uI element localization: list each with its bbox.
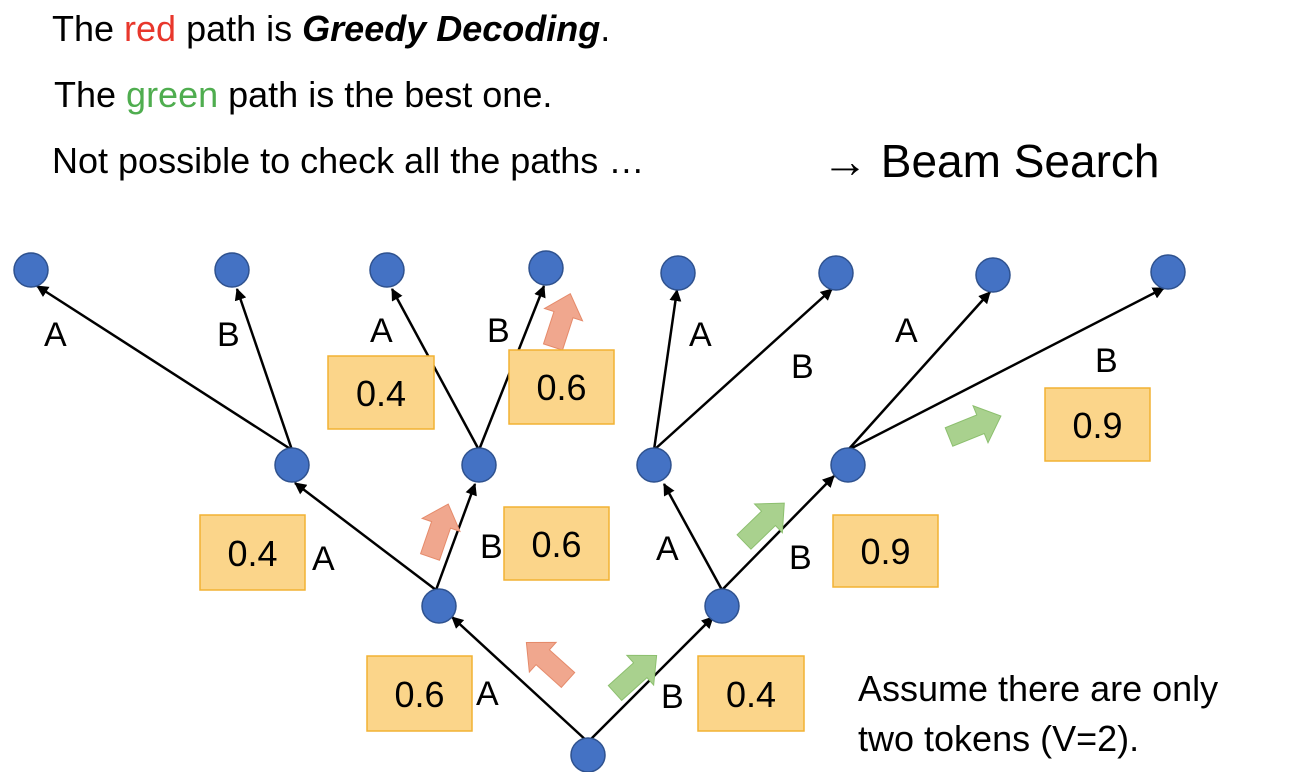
label-a-a: A: [312, 540, 335, 578]
label-aa-b: B: [217, 316, 240, 354]
prob-box-a-a: [199, 514, 306, 591]
prob-ab-b: 0.6: [536, 367, 586, 408]
edge-aa-b: [234, 288, 294, 451]
green-word: green: [126, 74, 219, 115]
edge-labels: A B A B A B A B A B A B A B: [44, 312, 1118, 716]
node-bb: [830, 447, 866, 483]
prob-root-b: 0.4: [726, 674, 776, 715]
label-ab-a: A: [370, 312, 393, 350]
node-root: [570, 737, 606, 772]
prob-box-ab-b: [508, 349, 615, 425]
label-root-b: B: [661, 678, 684, 716]
prob-bb-b: 0.9: [1072, 405, 1122, 446]
edge-a-a: [294, 482, 437, 591]
greedy-decoding-term: Greedy Decoding: [302, 8, 601, 49]
prob-box-root-b: [697, 655, 805, 732]
node-abb: [528, 250, 564, 286]
node-bba: [975, 257, 1011, 293]
line2-post: path is the best one.: [218, 74, 553, 115]
red-arrow-2: [410, 497, 468, 565]
label-bb-b: B: [1095, 342, 1118, 380]
node-bab: [818, 255, 854, 291]
edge-ba-b: [653, 288, 833, 451]
prob-b-b: 0.9: [860, 531, 910, 572]
label-b-b: B: [789, 539, 812, 577]
label-root-a: A: [476, 675, 499, 713]
edge-ab-a: [390, 288, 481, 451]
line1-post: .: [600, 8, 611, 49]
edge-aa-a: [36, 284, 293, 452]
red-arrow-3: [533, 287, 590, 354]
edge-a-b: [434, 483, 477, 591]
line2-pre: The: [54, 74, 127, 115]
label-b-a: A: [656, 530, 679, 568]
node-aab: [214, 252, 250, 288]
node-aa: [274, 447, 310, 483]
red-arrow-1: [512, 627, 582, 696]
edge-b-b: [721, 475, 835, 591]
node-aaa: [13, 252, 49, 288]
best-path-statement: The green path is the best one.: [54, 74, 552, 116]
edge-bb-a: [847, 291, 991, 451]
prob-box-ab-a: [327, 355, 435, 430]
label-ba-b: B: [791, 348, 814, 386]
prob-box-a-b: [503, 506, 610, 581]
edge-b-a: [662, 483, 724, 591]
edge-bb-b: [847, 286, 1165, 452]
edge-ba-a: [652, 289, 682, 451]
green-arrow-1: [601, 640, 671, 709]
node-bbb: [1150, 254, 1186, 290]
prob-a-a: 0.4: [227, 533, 277, 574]
probability-boxes: 0.6 0.4 0.4 0.6 0.9 0.4 0.6 0.9: [199, 349, 1151, 732]
label-aa-a: A: [44, 316, 67, 354]
prob-box-b-b: [832, 514, 939, 588]
assumption-line-2: two tokens (V=2).: [858, 718, 1140, 759]
assumption-line-1: Assume there are only: [858, 668, 1219, 709]
line1-pre: The: [52, 8, 125, 49]
prob-box-bb-b: [1044, 387, 1151, 462]
node-baa: [660, 255, 696, 291]
line1-mid: path is: [176, 8, 303, 49]
prob-ab-a: 0.4: [356, 373, 406, 414]
tree-nodes: [13, 250, 1186, 772]
label-bb-a: A: [895, 312, 918, 350]
edge-root-a: [451, 616, 589, 743]
label-a-b: B: [480, 528, 503, 566]
assumption-note: Assume there are only two tokens (V=2).: [858, 664, 1218, 764]
beam-search-label: → Beam Search: [822, 135, 1160, 187]
prob-a-b: 0.6: [531, 524, 581, 565]
label-ba-a: A: [689, 316, 712, 354]
label-ab-b: B: [487, 312, 510, 350]
node-ba: [636, 447, 672, 483]
prob-box-root-a: [366, 655, 473, 732]
green-arrow-3: [941, 396, 1009, 457]
red-word: red: [124, 8, 177, 49]
prob-root-a: 0.6: [394, 674, 444, 715]
node-aba: [369, 252, 405, 288]
not-possible-statement: Not possible to check all the paths …: [52, 140, 645, 181]
node-a: [421, 588, 457, 624]
node-ab: [461, 447, 497, 483]
node-b: [704, 588, 740, 624]
greedy-statement: The red path is Greedy Decoding.: [52, 8, 610, 50]
